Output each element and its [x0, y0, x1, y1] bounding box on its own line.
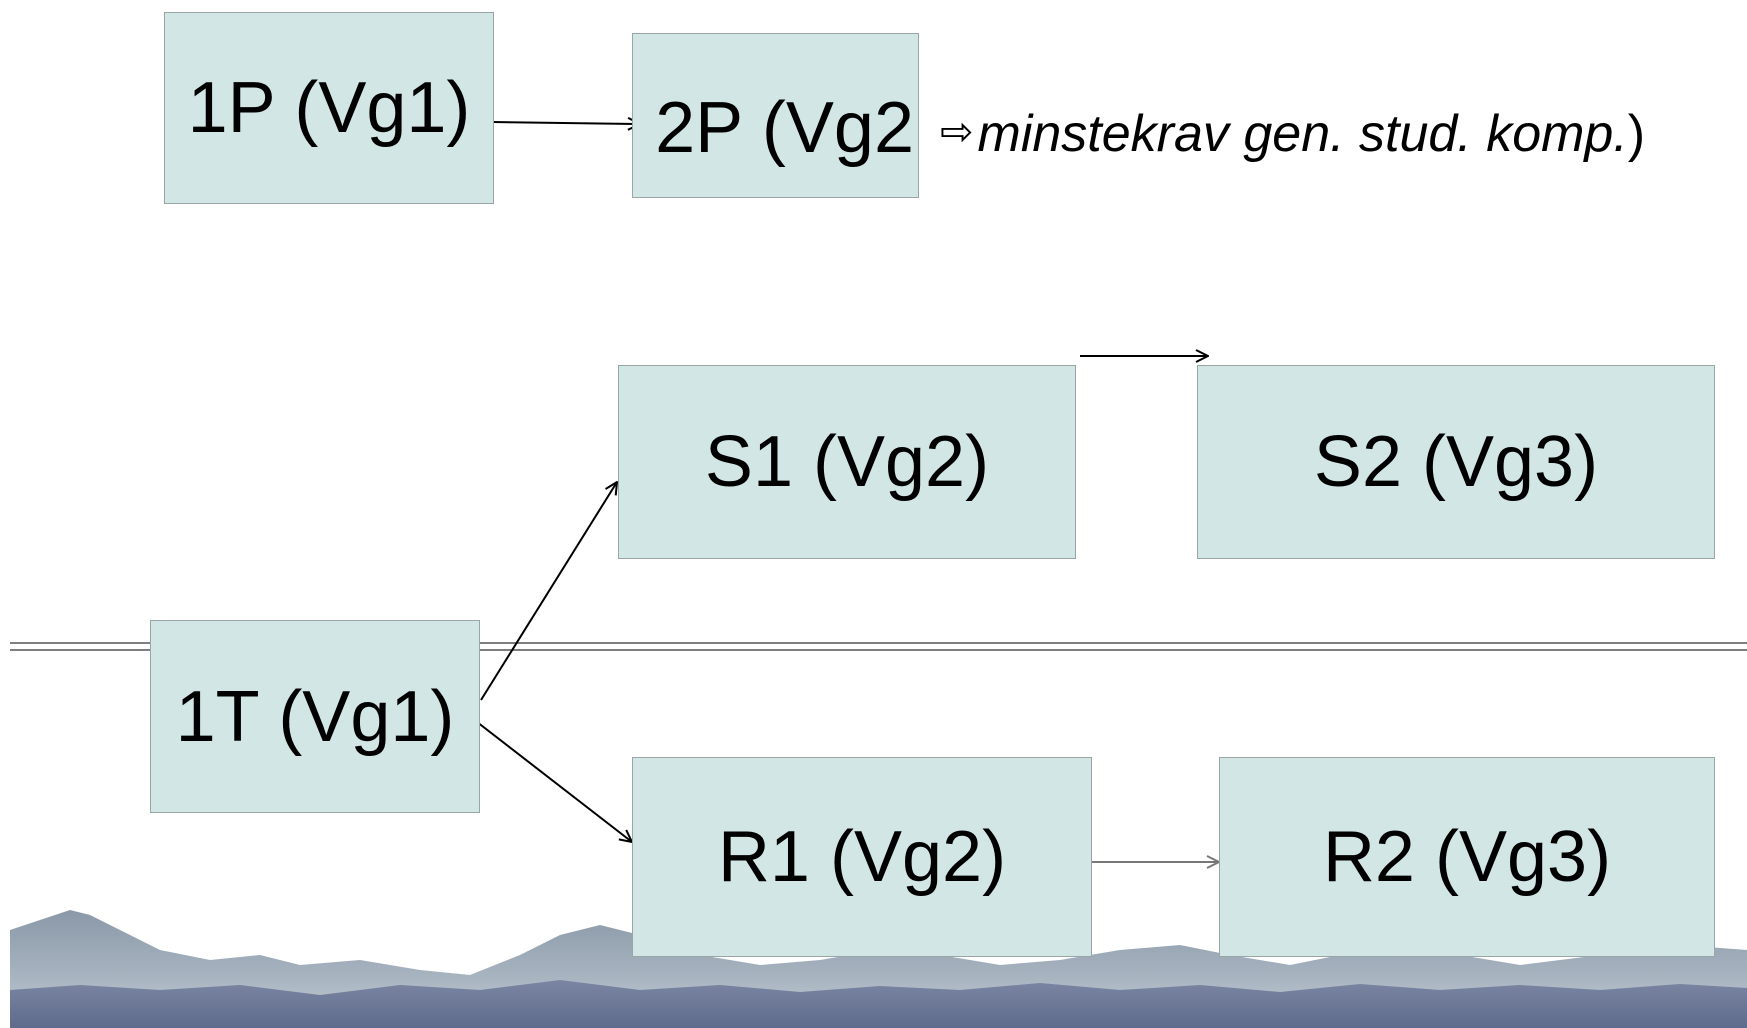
box-1p-label: 1P (Vg1) [187, 68, 471, 148]
requirement-arrow-icon: ⇨ [940, 109, 974, 155]
arrow-1t-to-s1 [480, 482, 617, 701]
requirement-note-close: ) [1627, 105, 1646, 163]
mountain-front-range [10, 980, 1747, 1028]
box-2p-label: 2P (Vg2 [655, 87, 914, 168]
box-r1: R1 (Vg2) [632, 757, 1092, 957]
box-1t: 1T (Vg1) [150, 620, 480, 813]
box-r2: R2 (Vg3) [1219, 757, 1715, 957]
box-s1-label: S1 (Vg2) [704, 422, 990, 502]
box-1p: 1P (Vg1) [164, 12, 494, 204]
box-r1-label: R1 (Vg2) [717, 817, 1007, 897]
box-s2-label: S2 (Vg3) [1313, 422, 1599, 502]
box-2p: 2P (Vg2 [632, 33, 919, 198]
box-s2: S2 (Vg3) [1197, 365, 1715, 559]
requirement-note-text: minstekrav gen. stud. komp. [977, 105, 1628, 163]
arrow-1t-to-r1 [476, 721, 632, 842]
arrow-1p-to-2p [492, 122, 640, 124]
box-r2-label: R2 (Vg3) [1322, 817, 1612, 897]
box-s1: S1 (Vg2) [618, 365, 1076, 559]
requirement-note: ⇨minstekrav gen. stud. komp.) [940, 104, 1645, 164]
box-1t-label: 1T (Vg1) [175, 676, 455, 757]
